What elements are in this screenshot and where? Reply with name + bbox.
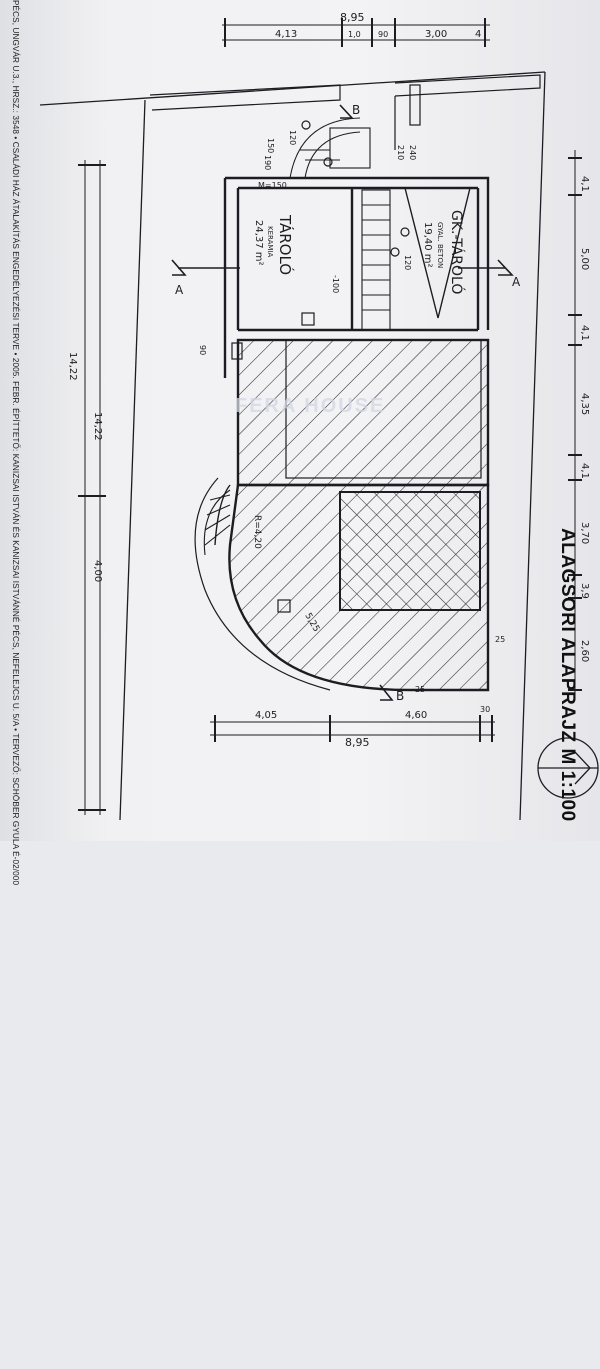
room-taroló-name: TÁROLÓ (276, 214, 295, 275)
dim-bottom: 30 (480, 705, 490, 714)
hatched-block-lower (194, 477, 490, 692)
dim-misc: 120 (288, 130, 297, 145)
dim-left-total-2: 14,22 (92, 412, 103, 441)
dim-misc: 150 (266, 138, 275, 153)
hatched-block-middle (236, 338, 490, 487)
top-wall (149, 74, 541, 150)
room-garage-sub: GYAL. BETON (436, 222, 444, 268)
dim-misc: -100 (331, 275, 340, 293)
room-garage-area: 19,40 m² (422, 222, 433, 268)
dim-misc: 25 (495, 635, 505, 644)
section-a-right: A (512, 275, 521, 289)
dim-top-part: 90 (378, 30, 388, 39)
room-labels: TÁROLÓ KERAMIA 24,37 m² GK.-TÁROLÓ GYAL.… (253, 210, 466, 294)
dim-top-part: 1,0 (348, 30, 361, 39)
dim-right: 2,60 (579, 640, 590, 662)
dim-misc: 210 (396, 145, 405, 160)
dimension-lines (84, 24, 576, 815)
section-b-top: B (352, 103, 360, 117)
dim-misc: 190 (263, 155, 272, 170)
section-letters: A A B B (175, 103, 521, 703)
dim-misc: 25 (415, 685, 425, 694)
dim-misc: R=4,20 (252, 515, 262, 549)
dim-bottom: 4,60 (405, 710, 427, 721)
dim-left-total: 14,22 (67, 352, 78, 381)
section-b-bottom: B (396, 689, 404, 703)
curved-stair-left (203, 489, 231, 556)
room-garage-name: GK.-TÁROLÓ (448, 210, 466, 294)
section-markers (171, 104, 514, 701)
dim-bottom-total: 8,95 (345, 736, 370, 749)
dim-left-bottom: 4,00 (92, 560, 103, 582)
dim-top-part: 4 (475, 29, 481, 40)
dim-right: 4,35 (579, 393, 590, 415)
dim-right: 4,1 (579, 463, 590, 479)
dim-right: 4,1 (579, 325, 590, 341)
dim-bottom: 4,05 (255, 710, 277, 721)
dim-misc: 90 (198, 345, 207, 355)
fixtures (231, 120, 410, 613)
floor-plan-drawing: 8,95 4,13 1,0 90 3,00 4 14,22 14,22 4,00… (39, 11, 599, 821)
section-a-left: A (175, 283, 184, 297)
room-taroló-sub: KERAMIA (266, 226, 274, 257)
drawing-title: ALAGSORI ALAPRAJZ M 1:100 (557, 528, 578, 822)
dim-top-part: 3,00 (425, 29, 447, 40)
dim-misc: 120 (403, 255, 412, 270)
garage-arrow (404, 187, 471, 319)
dim-right: 4,1 (579, 176, 590, 192)
dimension-labels: 8,95 4,13 1,0 90 3,00 4 14,22 14,22 4,00… (67, 11, 590, 749)
plan-sheet: 8,95 4,13 1,0 90 3,00 4 14,22 14,22 4,00… (0, 0, 600, 886)
room-taroló-area: 24,37 m² (253, 220, 264, 266)
dimension-ticks (78, 18, 582, 811)
inner-stair (361, 189, 391, 331)
watermark: FERA HOUSE (235, 395, 386, 417)
dim-misc: 240 (408, 145, 417, 160)
dim-top-part: 4,13 (275, 29, 297, 40)
dim-right: 3,70 (579, 522, 590, 544)
dim-right: 3,9 (579, 583, 590, 599)
plot-boundary (39, 71, 546, 821)
dim-right: 5,00 (579, 248, 590, 270)
dim-misc: M=150 (258, 181, 287, 190)
side-caption: PÉCS, UNGVÁR U.3., HRSZ.: 3548 • CSALÁDI… (11, 0, 20, 886)
north-arrow (537, 737, 599, 799)
entrance-stair (289, 117, 371, 179)
dim-top-total: 8,95 (340, 11, 365, 24)
